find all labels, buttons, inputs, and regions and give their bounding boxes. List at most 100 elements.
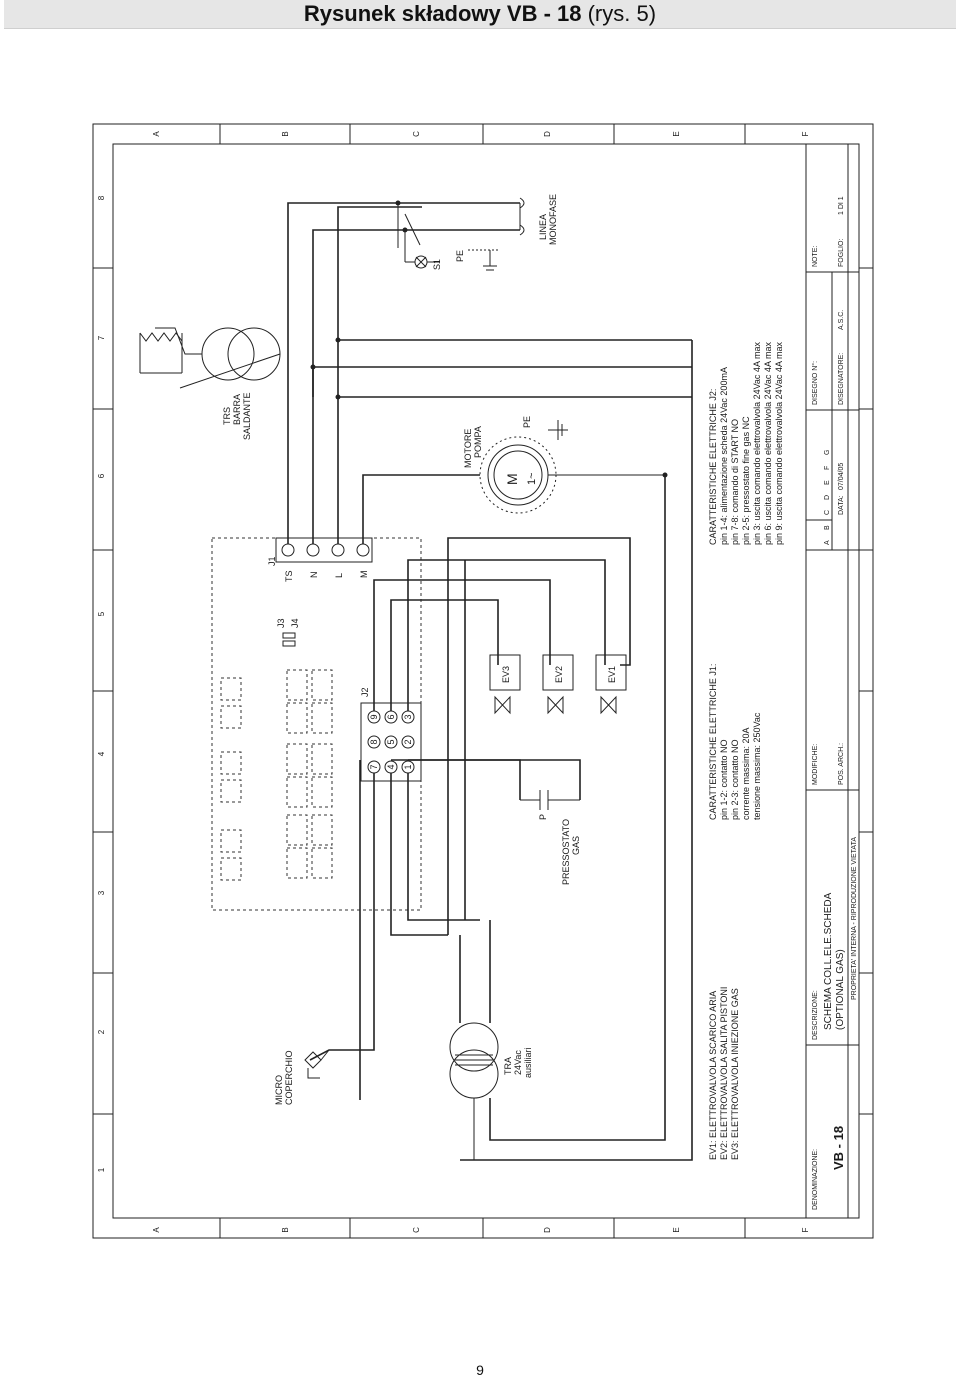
j2-pins: 9 8 7 6 5 4 3 2 1	[367, 710, 415, 774]
tra-transformer	[449, 1022, 499, 1160]
j2-char-line-3: pin 2-5: pressostato fine gas NC	[741, 416, 751, 545]
j2-pin-3: 3	[403, 714, 413, 719]
j1-ts-label: TS	[284, 570, 294, 582]
j3-j4-jumpers	[282, 632, 296, 647]
row-letter-c: C	[412, 131, 421, 137]
j2-pin-4: 4	[386, 764, 396, 769]
row-letter-f: F	[801, 131, 810, 136]
title-block-text: DENOMINAZIONE: VB - 18 DESCRIZIONE: SCHE…	[811, 196, 858, 1210]
j2-char-line-1: pin 1-4: alimentazione scheda 24Vac 200m…	[719, 367, 729, 545]
data-value: 07/04/05	[838, 463, 845, 490]
pe-motor-label: PE	[522, 416, 532, 428]
j2-wires	[309, 537, 631, 1100]
tra-label-1: TRA	[503, 1057, 513, 1075]
frame-row-letters-bottom: A B C D E F	[152, 1227, 810, 1233]
proprieta-notice: PROPRIETA' INTERNA - RIPRODUZIONE VIETAT…	[851, 837, 858, 1000]
motor-phase-symbol: 1~	[526, 472, 538, 485]
j2-characteristics: CARATTERISTICHE ELETTRICHE J2: pin 1-4: …	[708, 342, 784, 545]
pressostato-p-label: P	[538, 814, 548, 820]
ev2-label: EV2	[554, 666, 564, 683]
j2-pin-8: 8	[369, 739, 379, 744]
j1-connector	[275, 537, 373, 563]
j2-char-title: CARATTERISTICHE ELETTRICHE J2:	[708, 389, 718, 545]
trs-label-2: BARRA	[232, 394, 242, 425]
motor-label-1: MOTORE	[463, 429, 473, 468]
ev1-valve	[595, 654, 627, 715]
j1-label: J1	[267, 556, 277, 566]
trs-label-3: SALDANTE	[242, 392, 252, 440]
j1-m-label: M	[359, 571, 369, 579]
outer-frame	[92, 123, 874, 1239]
pressostato-label-2: GAS	[571, 836, 581, 855]
control-board	[211, 537, 422, 911]
j2-char-line-5: pin 6: uscita comando elettrovalvola 24V…	[763, 342, 773, 545]
inner-frame	[112, 143, 860, 1219]
j2-char-line-6: pin 9: uscita comando elettrovalvola 24V…	[774, 342, 784, 545]
ev1-label: EV1	[607, 666, 617, 683]
header-subtitle: (rys. 5)	[587, 1, 657, 26]
col-number-3: 3	[97, 890, 106, 895]
j2-pin-7: 7	[369, 764, 379, 769]
disegnatore-label: DISEGNATORE:	[838, 353, 845, 405]
frame-row-letters-top: A B C D E F	[152, 131, 810, 137]
j2-pin-2: 2	[403, 739, 413, 744]
ev-legend-line-1: EV1: ELETTROVALVOLA SCARICO ARIA	[708, 991, 718, 1160]
j1-wires	[287, 202, 693, 1161]
note-label: NOTE:	[812, 246, 819, 267]
ev-legend: EV1: ELETTROVALVOLA SCARICO ARIA EV2: EL…	[708, 987, 740, 1160]
descrizione-value-1: SCHEMA COLL.ELE.SCHEDA	[823, 892, 834, 1030]
ev-legend-line-3: EV3: ELETTROVALVOLA INIEZIONE GAS	[730, 988, 740, 1160]
pos-arch-label: POS. ARCH.:	[838, 743, 845, 785]
row-letter-f-bottom: F	[801, 1227, 810, 1232]
trs-label-1: TRS	[222, 407, 232, 425]
col-number-2: 2	[97, 1029, 106, 1034]
col-number-8: 8	[97, 195, 106, 200]
linea-label-1: LINEA	[538, 214, 548, 240]
modifiche-letter-a: A	[824, 540, 831, 545]
frame-column-numbers: 1 2 3 4 5 6 7 8	[97, 195, 106, 1172]
data-label: DATA:	[838, 495, 845, 515]
row-letter-b-bottom: B	[281, 1227, 290, 1232]
modifiche-letter-d: D	[824, 495, 831, 500]
col-number-5: 5	[97, 611, 106, 616]
row-letter-c-bottom: C	[412, 1227, 421, 1233]
denominazione-label: DENOMINAZIONE:	[812, 1149, 819, 1210]
col-number-1: 1	[97, 1167, 106, 1172]
j1-characteristics: CARATTERISTICHE ELETTRICHE J1: pin 1-2: …	[708, 664, 762, 820]
modifiche-letter-c: C	[824, 510, 831, 515]
modifiche-label: MODIFICHE:	[812, 744, 819, 785]
title-block	[805, 143, 860, 1219]
pressostato-gas	[520, 790, 580, 810]
row-letter-a: A	[152, 131, 161, 137]
disegnatore-value: A.S.C.	[838, 310, 845, 330]
pe-ground-motor	[548, 420, 568, 440]
j2-pin-9: 9	[369, 714, 379, 719]
j4-label: J4	[290, 618, 300, 628]
pe-ground-top	[468, 249, 500, 271]
linea-label-2: MONOFASE	[548, 194, 558, 245]
j1-terminals	[281, 543, 370, 557]
j2-char-line-2: pin 7-8: comando di START NO	[730, 419, 740, 545]
col-number-7: 7	[97, 335, 106, 340]
motor-m-symbol: M	[504, 473, 520, 485]
display-digits	[220, 669, 333, 881]
motor-pump	[479, 436, 665, 514]
tra-label-2: 24Vac	[513, 1050, 523, 1075]
j2-char-line-4: pin 3: uscita comando elettrovalvola 24V…	[752, 342, 762, 545]
page-header: Rysunek składowy VB - 18 (rys. 5)	[4, 0, 956, 29]
ev3-label: EV3	[501, 666, 511, 683]
j1-char-line-3: corrente massima: 20A	[741, 727, 751, 820]
j2-pin-6: 6	[386, 714, 396, 719]
j3-label: J3	[276, 618, 286, 628]
modifiche-letter-e: E	[824, 480, 831, 485]
descrizione-value-2: (OPTIONAL GAS)	[835, 949, 846, 1030]
j1-n-label: N	[309, 572, 319, 579]
row-letter-b: B	[281, 131, 290, 136]
foglio-value: 1 DI 1	[838, 196, 845, 215]
modifiche-letter-g: G	[824, 450, 831, 455]
row-letter-a-bottom: A	[152, 1227, 161, 1233]
micro-label-2: COPERCHIO	[284, 1050, 294, 1105]
row-letter-d-bottom: D	[543, 1227, 552, 1233]
ev3-valve	[489, 654, 521, 715]
